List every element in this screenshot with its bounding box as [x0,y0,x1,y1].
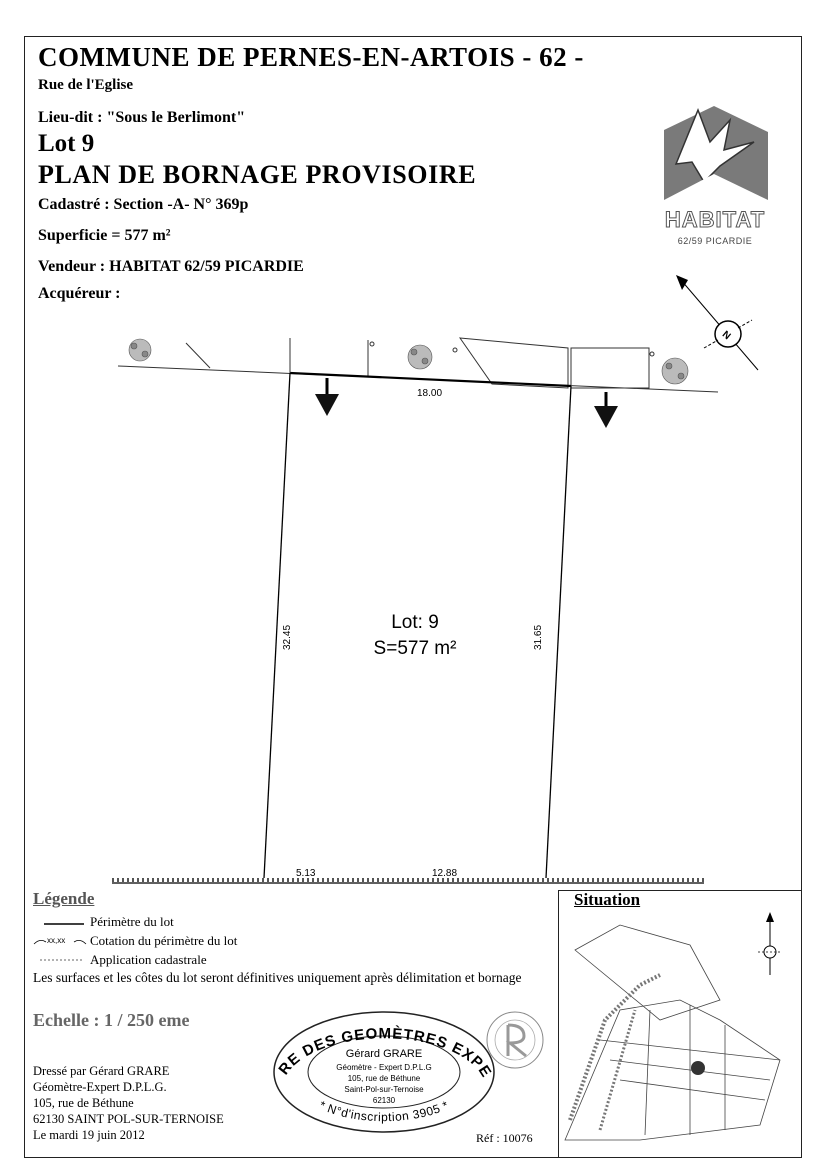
legend-title: Légende [33,889,95,908]
cadastre-ref: Cadastré : Section -A- N° 369p [38,196,249,213]
logo-name: HABITAT [664,207,766,233]
existing-line-1 [185,342,211,369]
legend-cadastre: Application cadastrale [90,952,207,967]
superficie: Superficie = 577 m² [38,227,171,244]
acquereur: Acquéreur : [38,285,121,302]
surfaces-note: Les surfaces et les côtes du lot seront … [33,970,522,985]
reference-number: Réf : 10076 [476,1131,533,1145]
tree-icon-3 [661,357,689,385]
logo-subtitle: 62/59 PICARDIE [677,236,753,246]
marker-point [452,347,458,353]
habitat-logo [664,106,768,200]
author-line-3: 105, rue de Béthune [33,1096,134,1110]
legend-cotation-symbol [33,940,87,945]
lot-label: Lot: 9 [391,612,439,633]
author-line-1: Dressé par Gérard GRARE [33,1064,170,1078]
legend-cotation-sample: xx,xx [47,936,65,945]
lot-front-boundary [289,371,572,388]
situation-box [558,890,802,1158]
marker-point [649,351,655,357]
lot-number: Lot 9 [38,130,95,157]
access-arrow-left [315,378,339,416]
legend-cotation: Cotation du périmètre du lot [90,933,238,948]
surveyor-stamp: ORDRE DES GEOMÈTRES EXPERTS * N°d'inscri… [0,0,495,1133]
scale-label: Echelle : 1 / 250 eme [33,1010,190,1030]
author-line-2: Géomètre-Expert D.P.L.G. [33,1080,167,1094]
rear-right-dim: 12.88 [432,868,457,879]
stamp-postcode: 62130 [373,1096,396,1105]
stamp-name: Gérard GRARE [346,1048,422,1060]
situation-title: Situation [574,890,641,909]
rear-left-dim: 5.13 [296,868,316,879]
lot-left-boundary [263,372,291,879]
situation-north-icon [758,912,782,975]
stamp-address-1: 105, rue de Béthune [348,1074,421,1083]
existing-building-outline [570,347,650,389]
vendeur: Vendeur : HABITAT 62/59 PICARDIE [38,258,304,275]
stamp-title: Géomètre - Expert D.P.L.G [336,1063,431,1072]
plan-title: PLAN DE BORNAGE PROVISOIRE [38,160,477,189]
north-arrow-icon [676,275,759,371]
svg-text:ORDRE DES GEOMÈTRES EXPERTS: ORDRE DES GEOMÈTRES EXPERTS [0,0,494,1081]
situation-lot-marker [691,1061,705,1075]
tree-icon-1 [128,338,152,362]
commune-title: COMMUNE DE PERNES-EN-ARTOIS - 62 - [38,42,584,72]
tree-icon-2 [407,344,433,370]
stamp-address-2: Saint-Pol-sur-Ternoise [344,1085,424,1094]
stamp-ring-top: ORDRE DES GEOMÈTRES EXPERTS [0,0,494,1081]
author-line-4: 62130 SAINT POL-SUR-TERNOISE [33,1112,224,1126]
marker-point [369,341,375,347]
surface-label: S=577 m² [374,638,457,659]
street-name: Rue de l'Eglise [38,77,134,93]
lot-right-boundary [545,385,572,879]
existing-building-outline [458,337,569,389]
lieu-dit: Lieu-dit : "Sous le Berlimont" [38,109,246,126]
page-frame [24,36,802,1158]
seal-icon [486,1011,544,1069]
situation-map [564,924,781,1141]
front-width-dim: 18.00 [417,388,442,399]
legend-perimeter: Périmètre du lot [90,914,174,929]
right-side-dim: 31.65 [533,625,544,650]
author-date: Le mardi 19 juin 2012 [33,1128,145,1142]
left-side-dim: 32.45 [282,625,293,650]
access-arrow-right [594,392,618,428]
